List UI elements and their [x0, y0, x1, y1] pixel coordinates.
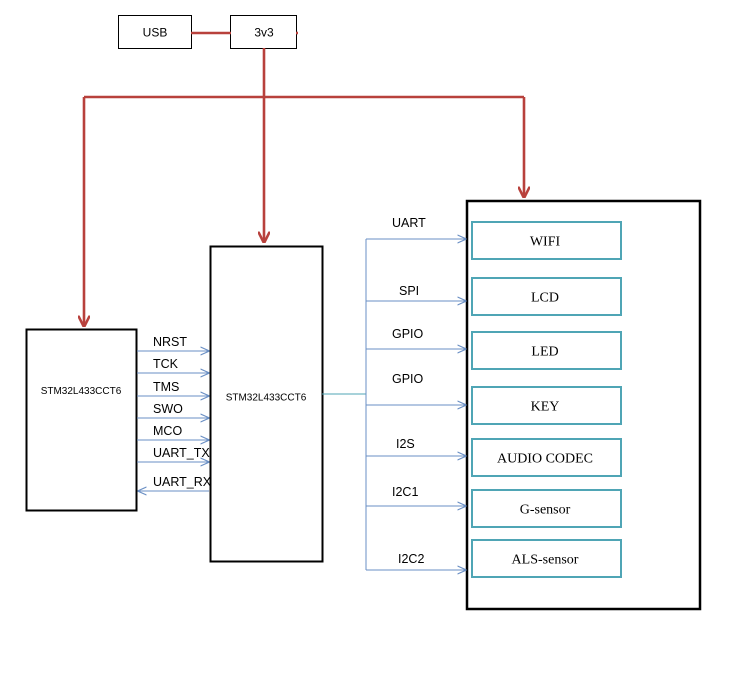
peripheral-label-wifi: WIFI: [530, 235, 561, 250]
peripheral-box-wifi: [471, 221, 622, 260]
signal-label-swo: SWO: [153, 402, 183, 416]
peripheral-label-lcd: LCD: [531, 291, 559, 306]
peripheral-group: UART WIFI SPI LCD GPIO LED GPIO KEY I2S AUDIO COD…: [366, 216, 622, 578]
signal-label-mco: MCO: [153, 424, 182, 438]
debugger-mcu-label: STM32L433CCT6: [41, 386, 122, 397]
peripheral-label-key: KEY: [531, 400, 560, 415]
bus-label-i2c2: I2C2: [398, 552, 424, 566]
signal-label-uart-tx: UART_TX: [153, 446, 210, 460]
bus-label-uart: UART: [392, 216, 426, 230]
main-mcu-block: [209, 245, 324, 563]
power-section: USB 3v3: [84, 15, 524, 327]
peripheral-box-g-sensor: [471, 489, 622, 528]
signal-label-tck: TCK: [153, 357, 179, 371]
peripheral-label-audio-codec: AUDIO CODEC: [497, 452, 593, 467]
peripheral-box-led: [471, 331, 622, 370]
signal-label-nrst: NRST: [153, 335, 187, 349]
peripheral-label-led: LED: [531, 345, 558, 360]
usb-label: USB: [143, 26, 168, 40]
signal-label-tms: TMS: [153, 380, 179, 394]
peripheral-label-g-sensor: G-sensor: [520, 503, 571, 518]
bus-label-gpio: GPIO: [392, 327, 424, 341]
bus-label-gpio: GPIO: [392, 372, 424, 386]
bus-label-i2s: I2S: [396, 437, 415, 451]
regulator-label: 3v3: [254, 26, 274, 40]
bus-label-i2c1: I2C1: [392, 485, 418, 499]
bus-label-spi: SPI: [399, 284, 419, 298]
peripheral-box-als-sensor: [471, 539, 622, 578]
signal-label-uart-rx: UART_RX: [153, 475, 212, 489]
usb-block: [118, 15, 192, 49]
debugger-mcu-block: [25, 328, 138, 512]
peripheral-box-key: [471, 386, 622, 425]
peripheral-box-lcd: [471, 277, 622, 316]
peripheral-label-als-sensor: ALS-sensor: [512, 553, 579, 568]
debug-signal-group: NRST TCK TMS SWO MCO UART_TX UART_RX: [137, 335, 212, 491]
peripheral-box-audio-codec: [471, 438, 622, 477]
main-mcu-label: STM32L433CCT6: [226, 393, 307, 404]
power-rail: [84, 48, 524, 99]
